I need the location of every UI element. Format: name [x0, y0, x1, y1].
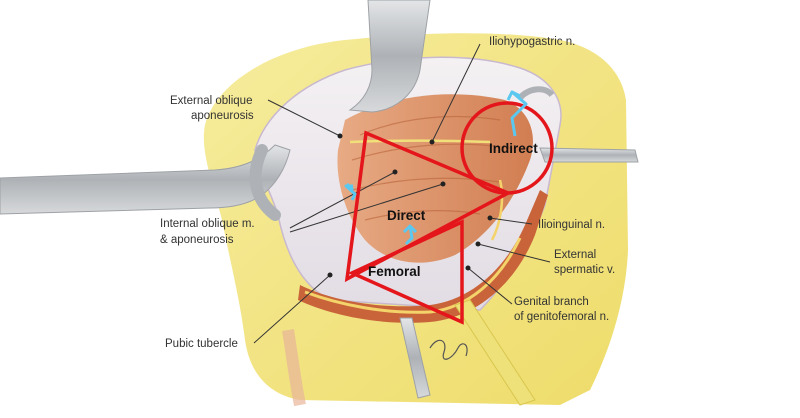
indirect-label: Indirect [489, 141, 538, 156]
label-external-spermatic-1: External [554, 249, 596, 261]
label-external-oblique-1: External oblique [170, 95, 252, 107]
forceps [454, 299, 536, 406]
leader-external-oblique [267, 99, 341, 137]
label-pubic-tubercle: Pubic tubercle [165, 338, 238, 350]
retractor-right [517, 86, 639, 163]
vessel [282, 329, 306, 407]
leader-genital-branch [467, 267, 513, 305]
label-iliohypogastric: Iliohypogastric n. [489, 36, 575, 48]
leader-external-spermatic [477, 243, 551, 263]
leader-ilioinguinal [489, 217, 533, 225]
retractor-left [0, 144, 291, 221]
leader-iliohypogastric [431, 43, 481, 143]
femoral-arrow-head [402, 224, 418, 234]
indirect-arrow [510, 90, 528, 137]
label-external-oblique-2: aponeurosis [191, 110, 254, 122]
femoral-arrow [404, 225, 414, 246]
label-external-spermatic-2: spermatic v. [554, 264, 615, 276]
direct-triangle-outline [344, 130, 513, 283]
retractor-upper [348, 0, 431, 113]
leader-pubic-tubercle [253, 274, 331, 344]
hernia-arrows [344, 90, 528, 246]
label-internal-oblique-1: Internal oblique m. [160, 218, 255, 230]
iliohypogastric-nerve [349, 139, 491, 144]
label-ilioinguinal: Ilioinguinal n. [538, 219, 605, 231]
leader-internal-oblique-2 [289, 183, 444, 233]
retractor-lower [399, 317, 431, 399]
hernia-zone-outlines [344, 101, 554, 325]
leader-lines [253, 43, 551, 344]
spermatic-cord [298, 179, 548, 323]
label-internal-oblique-2: & aponeurosis [160, 234, 234, 246]
direct-label: Direct [387, 208, 426, 223]
femoral-triangle-outline [347, 219, 464, 325]
leader-dots [327, 133, 493, 278]
label-genital-branch-2: of genitofemoral n. [514, 311, 609, 323]
label-genital-branch-1: Genital branch [514, 296, 589, 308]
indirect-arrow-head [506, 90, 521, 101]
indirect-circle-outline [460, 101, 554, 195]
artist-signature [429, 339, 468, 360]
leader-internal-oblique-1 [289, 171, 396, 229]
direct-arrow-head [345, 182, 355, 192]
femoral-label: Femoral [368, 264, 421, 279]
